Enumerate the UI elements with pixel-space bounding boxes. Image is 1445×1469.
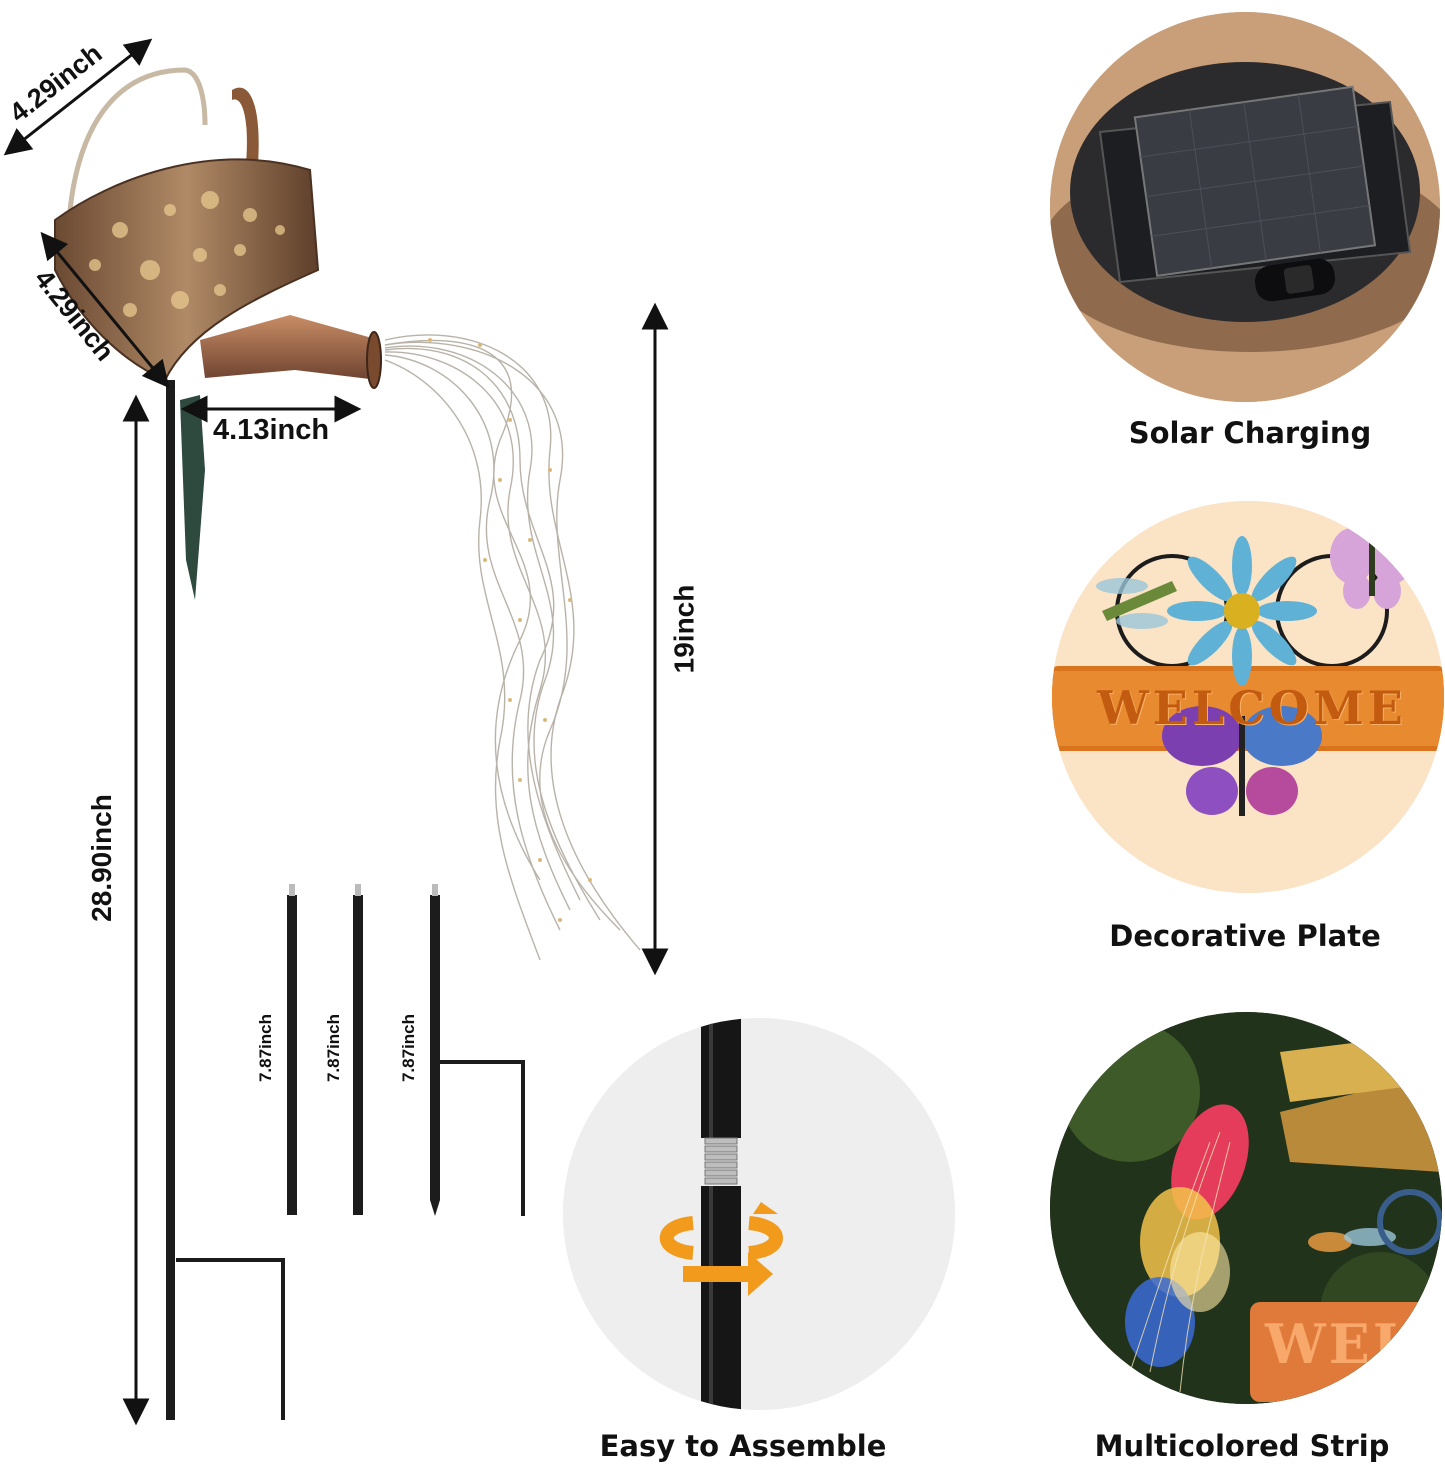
dim-total-height: 28.90inch: [85, 794, 117, 922]
extension-stake-2: [353, 884, 363, 1215]
dim-stake-3: 7.87inch: [399, 1013, 419, 1083]
decorative-plate-image: WELCOME: [1052, 501, 1444, 893]
multicolored-strip-label: Multicolored Strip: [1094, 1429, 1390, 1463]
strip-sign-text: WEL: [1265, 1312, 1414, 1376]
dim-spout-length: 4.13inch: [213, 414, 330, 446]
main-stake: [166, 380, 285, 1420]
dim-stake-1: 7.87inch: [256, 1013, 276, 1083]
welcome-sign-text: WELCOME: [1097, 681, 1407, 735]
assembly-image: [563, 1018, 955, 1410]
light-strands: [384, 334, 641, 961]
easy-to-assemble-label: Easy to Assemble: [599, 1429, 887, 1463]
extension-stake-3: [430, 884, 525, 1216]
solar-panel-image: [1050, 12, 1440, 402]
decorative-plate-label: Decorative Plate: [1109, 919, 1381, 953]
solar-charging-label: Solar Charging: [1128, 416, 1372, 450]
dim-light-drop: 19inch: [668, 584, 700, 674]
light-bulbs: [428, 338, 592, 922]
multicolored-strip-image: WEL: [1050, 1012, 1442, 1404]
dimension-arrows: [3, 38, 669, 1426]
extension-stake-1: [287, 884, 297, 1215]
dim-stake-2: 7.87inch: [324, 1013, 344, 1083]
